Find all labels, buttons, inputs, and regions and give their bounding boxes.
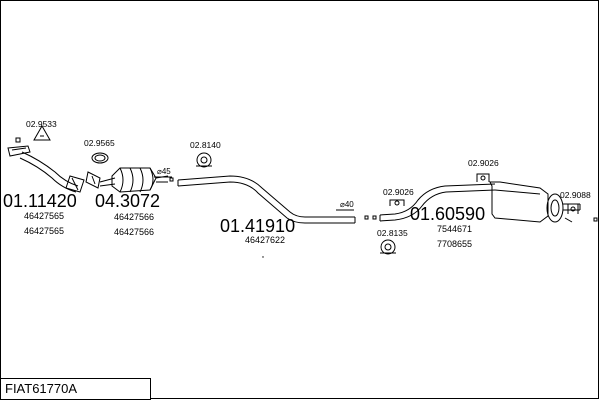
bolt-marker	[15, 137, 21, 143]
clamp-drawing-a1	[33, 124, 51, 141]
accessory-label-a5: 02.9026	[468, 158, 499, 168]
hanger-drawing-a5	[476, 173, 490, 182]
part-number-middle-pipe: 01.41910	[220, 216, 295, 236]
front-pipe-drawing	[7, 145, 85, 193]
hanger-drawing-a7	[567, 203, 579, 214]
stray-dot	[262, 256, 264, 258]
diameter-label-40: ⌀40	[340, 200, 354, 209]
ref-front-pipe-1: 46427565	[24, 211, 64, 221]
ref-rear-silencer-2: 7708655	[437, 239, 472, 249]
catalyst-drawing	[99, 167, 169, 193]
hanger-drawing-a6	[380, 239, 396, 255]
hanger-drawing-a4	[389, 199, 405, 206]
bolt-marker	[593, 217, 598, 222]
part-number-rear-silencer: 01.60590	[410, 204, 485, 224]
ref-catalyst-1: 46427566	[114, 212, 154, 222]
bolt-marker	[169, 177, 174, 182]
ref-catalyst-2: 46427566	[114, 227, 154, 237]
accessory-label-a3: 02.8140	[190, 140, 221, 150]
hanger-drawing-a3	[196, 152, 212, 168]
middle-pipe-drawing	[177, 175, 356, 224]
part-number-front-pipe: 01.11420	[3, 191, 77, 211]
flange-gasket-drawing	[85, 171, 101, 189]
part-number-catalyst: 04.3072	[95, 191, 160, 211]
diagram-title: FIAT61770A	[5, 381, 78, 396]
bolt-marker	[372, 215, 377, 220]
accessory-label-a4: 02.9026	[383, 187, 414, 197]
ref-middle-pipe-1: 46427622	[245, 235, 285, 245]
bolt-marker	[364, 215, 369, 220]
ring-drawing-a2	[91, 152, 109, 164]
ref-rear-silencer-1: 7544671	[437, 224, 472, 234]
accessory-label-a2: 02.9565	[84, 138, 115, 148]
accessory-label-a7: 02.9088	[560, 190, 591, 200]
accessory-label-a6: 02.8135	[377, 228, 408, 238]
accessory-label-a1: 02.9533	[26, 119, 57, 129]
diameter-label-45: ⌀45	[157, 167, 171, 176]
ref-front-pipe-2: 46427565	[24, 226, 64, 236]
title-box: FIAT61770A	[0, 378, 151, 400]
